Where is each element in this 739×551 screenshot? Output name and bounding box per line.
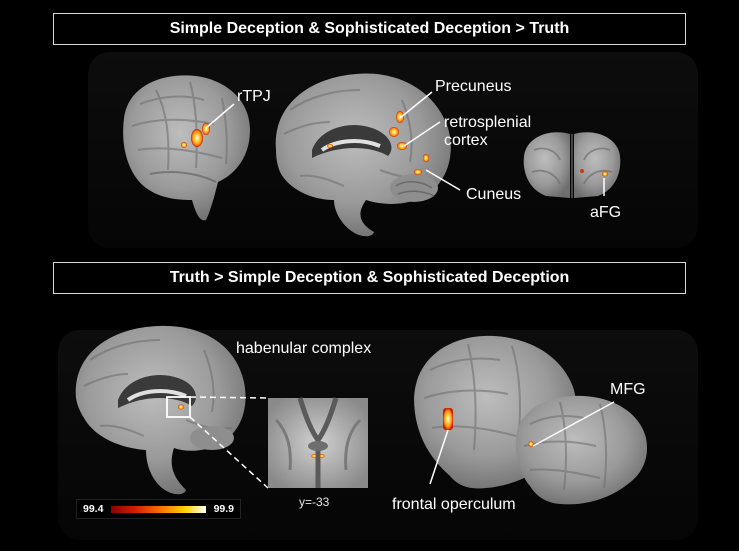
leader-frontal-operculum [429,429,449,485]
label-habenular-complex: habenular complex [236,340,372,357]
activation-frontal-operculum [443,408,453,430]
coronal-slice-inset [268,397,368,488]
bottom-panel-title: Truth > Simple Deception & Sophisticated… [53,262,686,294]
leader-mfg [532,401,615,447]
activation-habenular [178,404,184,410]
leader-cuneus [425,169,461,191]
activation-afg [580,169,608,177]
label-cuneus: Cuneus [466,186,522,203]
label-retrosplenial-line1: retrosplenial [444,114,532,131]
label-precuneus: Precuneus [435,78,512,95]
leader-rtpj [205,103,235,129]
label-mfg: MFG [610,381,646,398]
habenular-roi-box [166,396,191,418]
sagittal-brain-top [275,73,451,237]
zoom-line-bottom [189,416,269,489]
label-retrosplenial-line2: cortex [444,132,488,149]
label-coronal-slice: y=-33 [299,495,330,509]
label-rtpj: rTPJ [237,88,271,105]
lateral-brain-bottom-small [515,395,648,505]
lateral-brain-top [123,75,250,221]
label-afg: aFG [590,204,622,221]
zoom-line-top [189,396,269,399]
colorbar-min-label: 99.4 [83,503,104,515]
activation-mfg [528,441,534,447]
sagittal-brain-bottom [75,325,246,495]
colorbar-gradient [111,505,206,513]
colorbar-max-label: 99.9 [213,503,234,515]
leader-retrosplenial [403,121,441,147]
activation-precuneus [389,111,404,137]
top-panel-title: Simple Deception & Sophisticated Decepti… [53,13,686,45]
colorbar: 99.4 99.9 [76,499,241,519]
activation-cuneus [414,154,429,175]
axial-brain-top [523,132,621,198]
activation-retrosplenial [327,142,407,150]
label-frontal-operculum: frontal operculum [392,496,516,513]
leader-precuneus [399,91,433,119]
